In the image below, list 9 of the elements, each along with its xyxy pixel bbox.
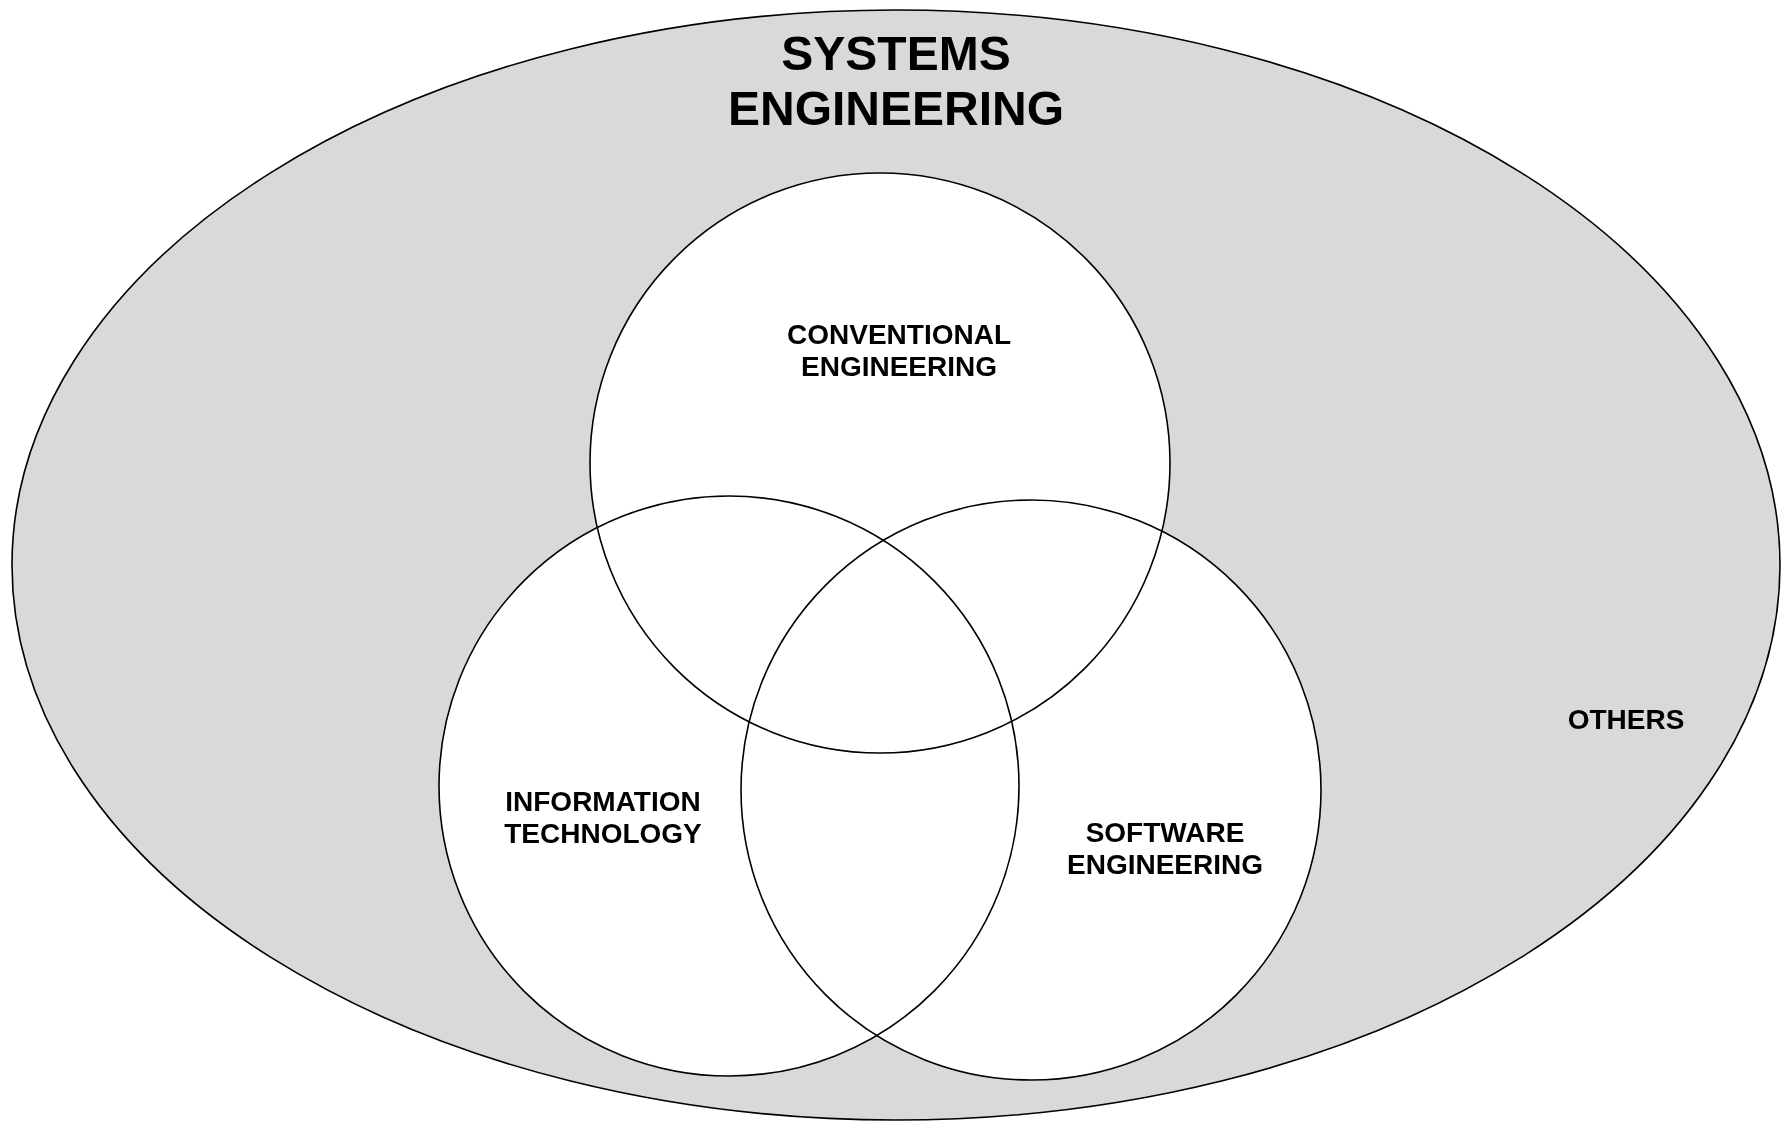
ellipse-region (11, 9, 1781, 1121)
circle-label: INFORMATION TECHNOLOGY (503, 785, 703, 851)
circle-region (438, 495, 1020, 1077)
circle-label: SOFTWARE ENGINEERING (1066, 816, 1264, 882)
region-label: OTHERS (1566, 703, 1686, 737)
circle-region (740, 499, 1322, 1081)
region-title: SYSTEMS ENGINEERING (726, 25, 1065, 137)
circle-region (589, 172, 1171, 754)
circle-label: CONVENTIONAL ENGINEERING (786, 318, 1012, 384)
